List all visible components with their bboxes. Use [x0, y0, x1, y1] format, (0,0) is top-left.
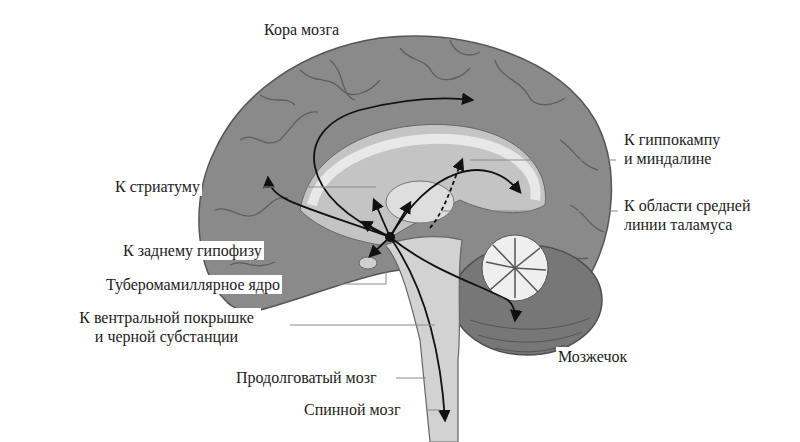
medial-region	[300, 124, 546, 245]
structure-label: К стриатуму	[113, 177, 202, 196]
pituitary	[359, 257, 377, 269]
structure-label: К заднему гипофизу	[121, 241, 264, 260]
structure-label: К гиппокампу и миндалине	[622, 130, 734, 168]
thalamus	[386, 181, 454, 223]
structure-label: Туберомамиллярное ядро	[104, 275, 282, 294]
gyri-lines	[215, 40, 604, 266]
nucleus-dot	[385, 232, 395, 242]
structure-label: Мозжечок	[556, 347, 629, 366]
structure-label: Кора мозга	[262, 20, 341, 39]
arbor-vitae	[482, 235, 548, 301]
structure-label: Спинной мозг	[302, 400, 403, 419]
structure-label: Продолговатый мозг	[234, 368, 379, 387]
structure-label: К области средней линии таламуса	[622, 196, 774, 234]
arbor-branches	[486, 238, 546, 298]
structure-label: К вентральной покрышке и черной субстанц…	[72, 308, 261, 346]
